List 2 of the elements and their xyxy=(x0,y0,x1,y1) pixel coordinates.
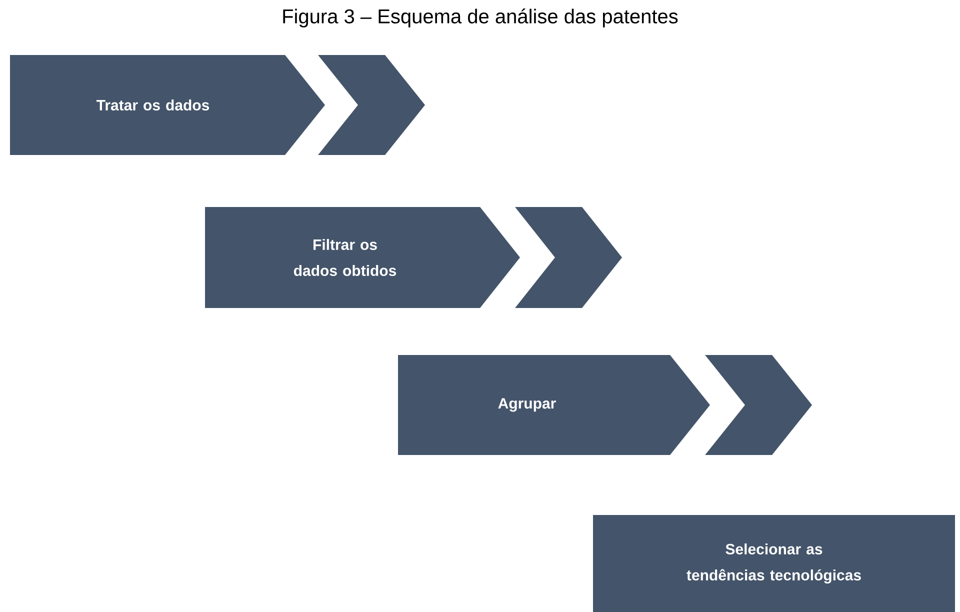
title: Figura 3 – Esquema de análise das patentes xyxy=(283,8,678,28)
process-box: Selecionar as tendências tecnológicas xyxy=(593,514,955,612)
